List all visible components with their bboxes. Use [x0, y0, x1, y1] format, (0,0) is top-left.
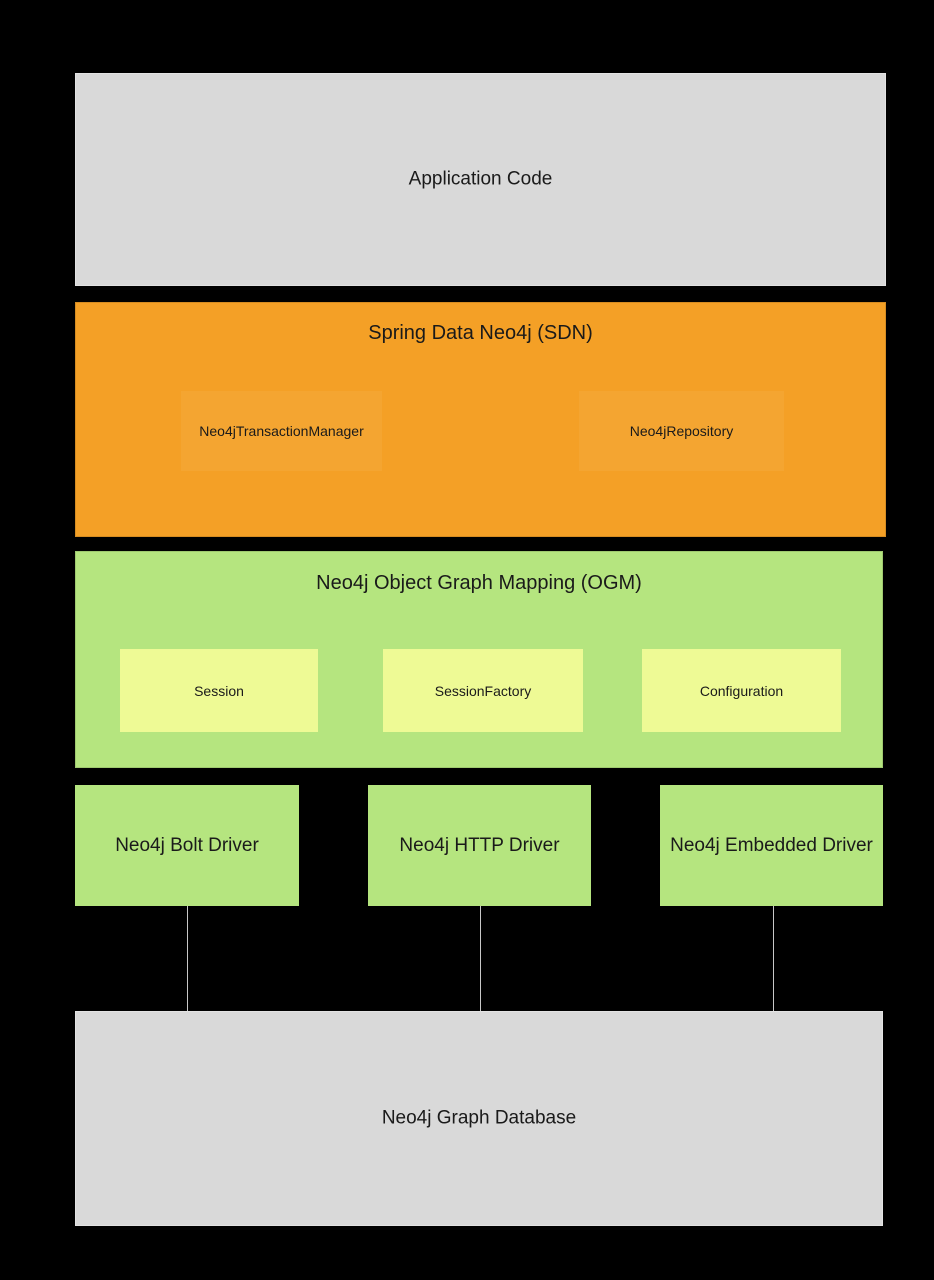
connector-bolt-to-database: [187, 906, 188, 1011]
application-code-label: Application Code: [408, 168, 553, 190]
neo4j-graph-database-label: Neo4j Graph Database: [381, 1107, 577, 1129]
neo4j-ogm-layer: Neo4j Object Graph Mapping (OGM) Session…: [75, 551, 883, 768]
spring-data-neo4j-layer: Spring Data Neo4j (SDN) Neo4jTransaction…: [75, 302, 886, 537]
session-label: Session: [194, 682, 244, 699]
neo4j-embedded-driver-box: Neo4j Embedded Driver: [660, 785, 883, 906]
neo4j-http-driver-label: Neo4j HTTP Driver: [399, 835, 560, 856]
neo4j-repository-label: Neo4jRepository: [629, 423, 734, 439]
connector-http-to-database: [480, 906, 481, 1011]
spring-data-neo4j-title: Spring Data Neo4j (SDN): [368, 322, 593, 344]
session-factory-box: SessionFactory: [383, 649, 583, 732]
neo4j-http-driver-box: Neo4j HTTP Driver: [368, 785, 591, 906]
connector-embedded-to-database: [773, 906, 774, 1011]
neo4j-embedded-driver-label: Neo4j Embedded Driver: [670, 835, 873, 856]
neo4j-transaction-manager-label: Neo4jTransactionManager: [199, 423, 364, 439]
neo4j-transaction-manager-box: Neo4jTransactionManager: [181, 391, 382, 471]
configuration-label: Configuration: [699, 682, 784, 699]
neo4j-bolt-driver-label: Neo4j Bolt Driver: [115, 835, 259, 856]
neo4j-ogm-title: Neo4j Object Graph Mapping (OGM): [316, 572, 642, 594]
configuration-box: Configuration: [642, 649, 841, 732]
session-factory-label: SessionFactory: [434, 682, 532, 699]
neo4j-graph-database-layer: Neo4j Graph Database: [75, 1011, 883, 1226]
neo4j-bolt-driver-box: Neo4j Bolt Driver: [75, 785, 299, 906]
application-code-layer: Application Code: [75, 73, 886, 286]
neo4j-repository-box: Neo4jRepository: [579, 391, 784, 471]
session-box: Session: [120, 649, 318, 732]
